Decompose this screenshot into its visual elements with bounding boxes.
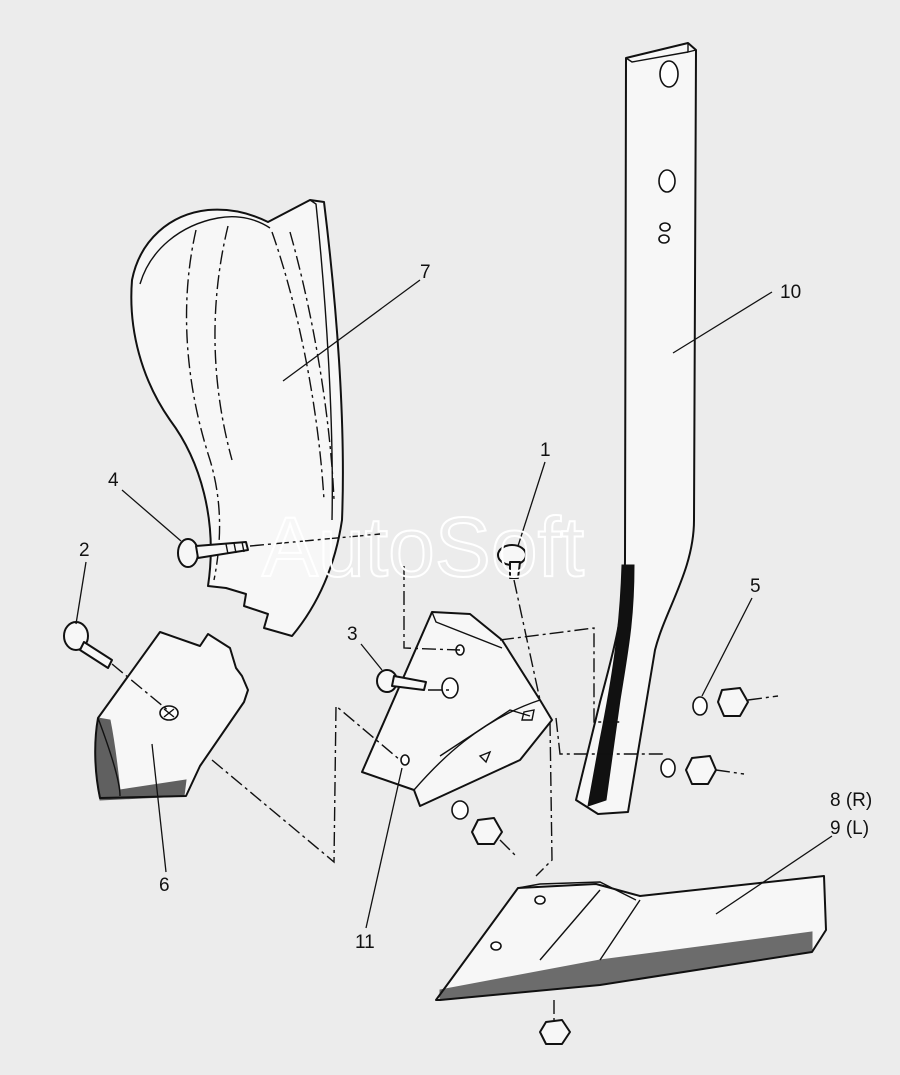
callout-11: 11	[355, 932, 375, 953]
assembly-lines	[111, 533, 779, 1020]
callout-9: 9 (L)	[830, 818, 869, 839]
callout-2: 2	[79, 540, 90, 561]
callout-7: 7	[420, 262, 431, 283]
bolt-part-1	[497, 544, 527, 579]
callout-8: 8 (R)	[830, 790, 872, 811]
callout-1: 1	[540, 440, 551, 461]
share-part-8-9	[435, 875, 827, 1001]
bolt-part-4	[177, 538, 249, 568]
moldboard-part-7	[130, 199, 344, 637]
shank-part-10	[575, 42, 697, 815]
callout-6: 6	[159, 875, 170, 896]
bolt-part-2	[63, 621, 113, 669]
callout-5: 5	[750, 576, 761, 597]
leader-lines	[75, 279, 833, 929]
watermark-text: AutoSoft	[262, 500, 584, 594]
callout-4: 4	[108, 470, 119, 491]
callout-10: 10	[780, 282, 801, 303]
bracket-part-11	[361, 611, 553, 807]
point-part-6	[94, 631, 249, 801]
washer-nut-part-5	[451, 687, 749, 1045]
callout-labels: 7 10 1 4 2 3 5 6 11 8 (R) 9 (L)	[79, 262, 872, 953]
callout-3: 3	[347, 624, 358, 645]
bolt-part-3	[376, 669, 427, 693]
